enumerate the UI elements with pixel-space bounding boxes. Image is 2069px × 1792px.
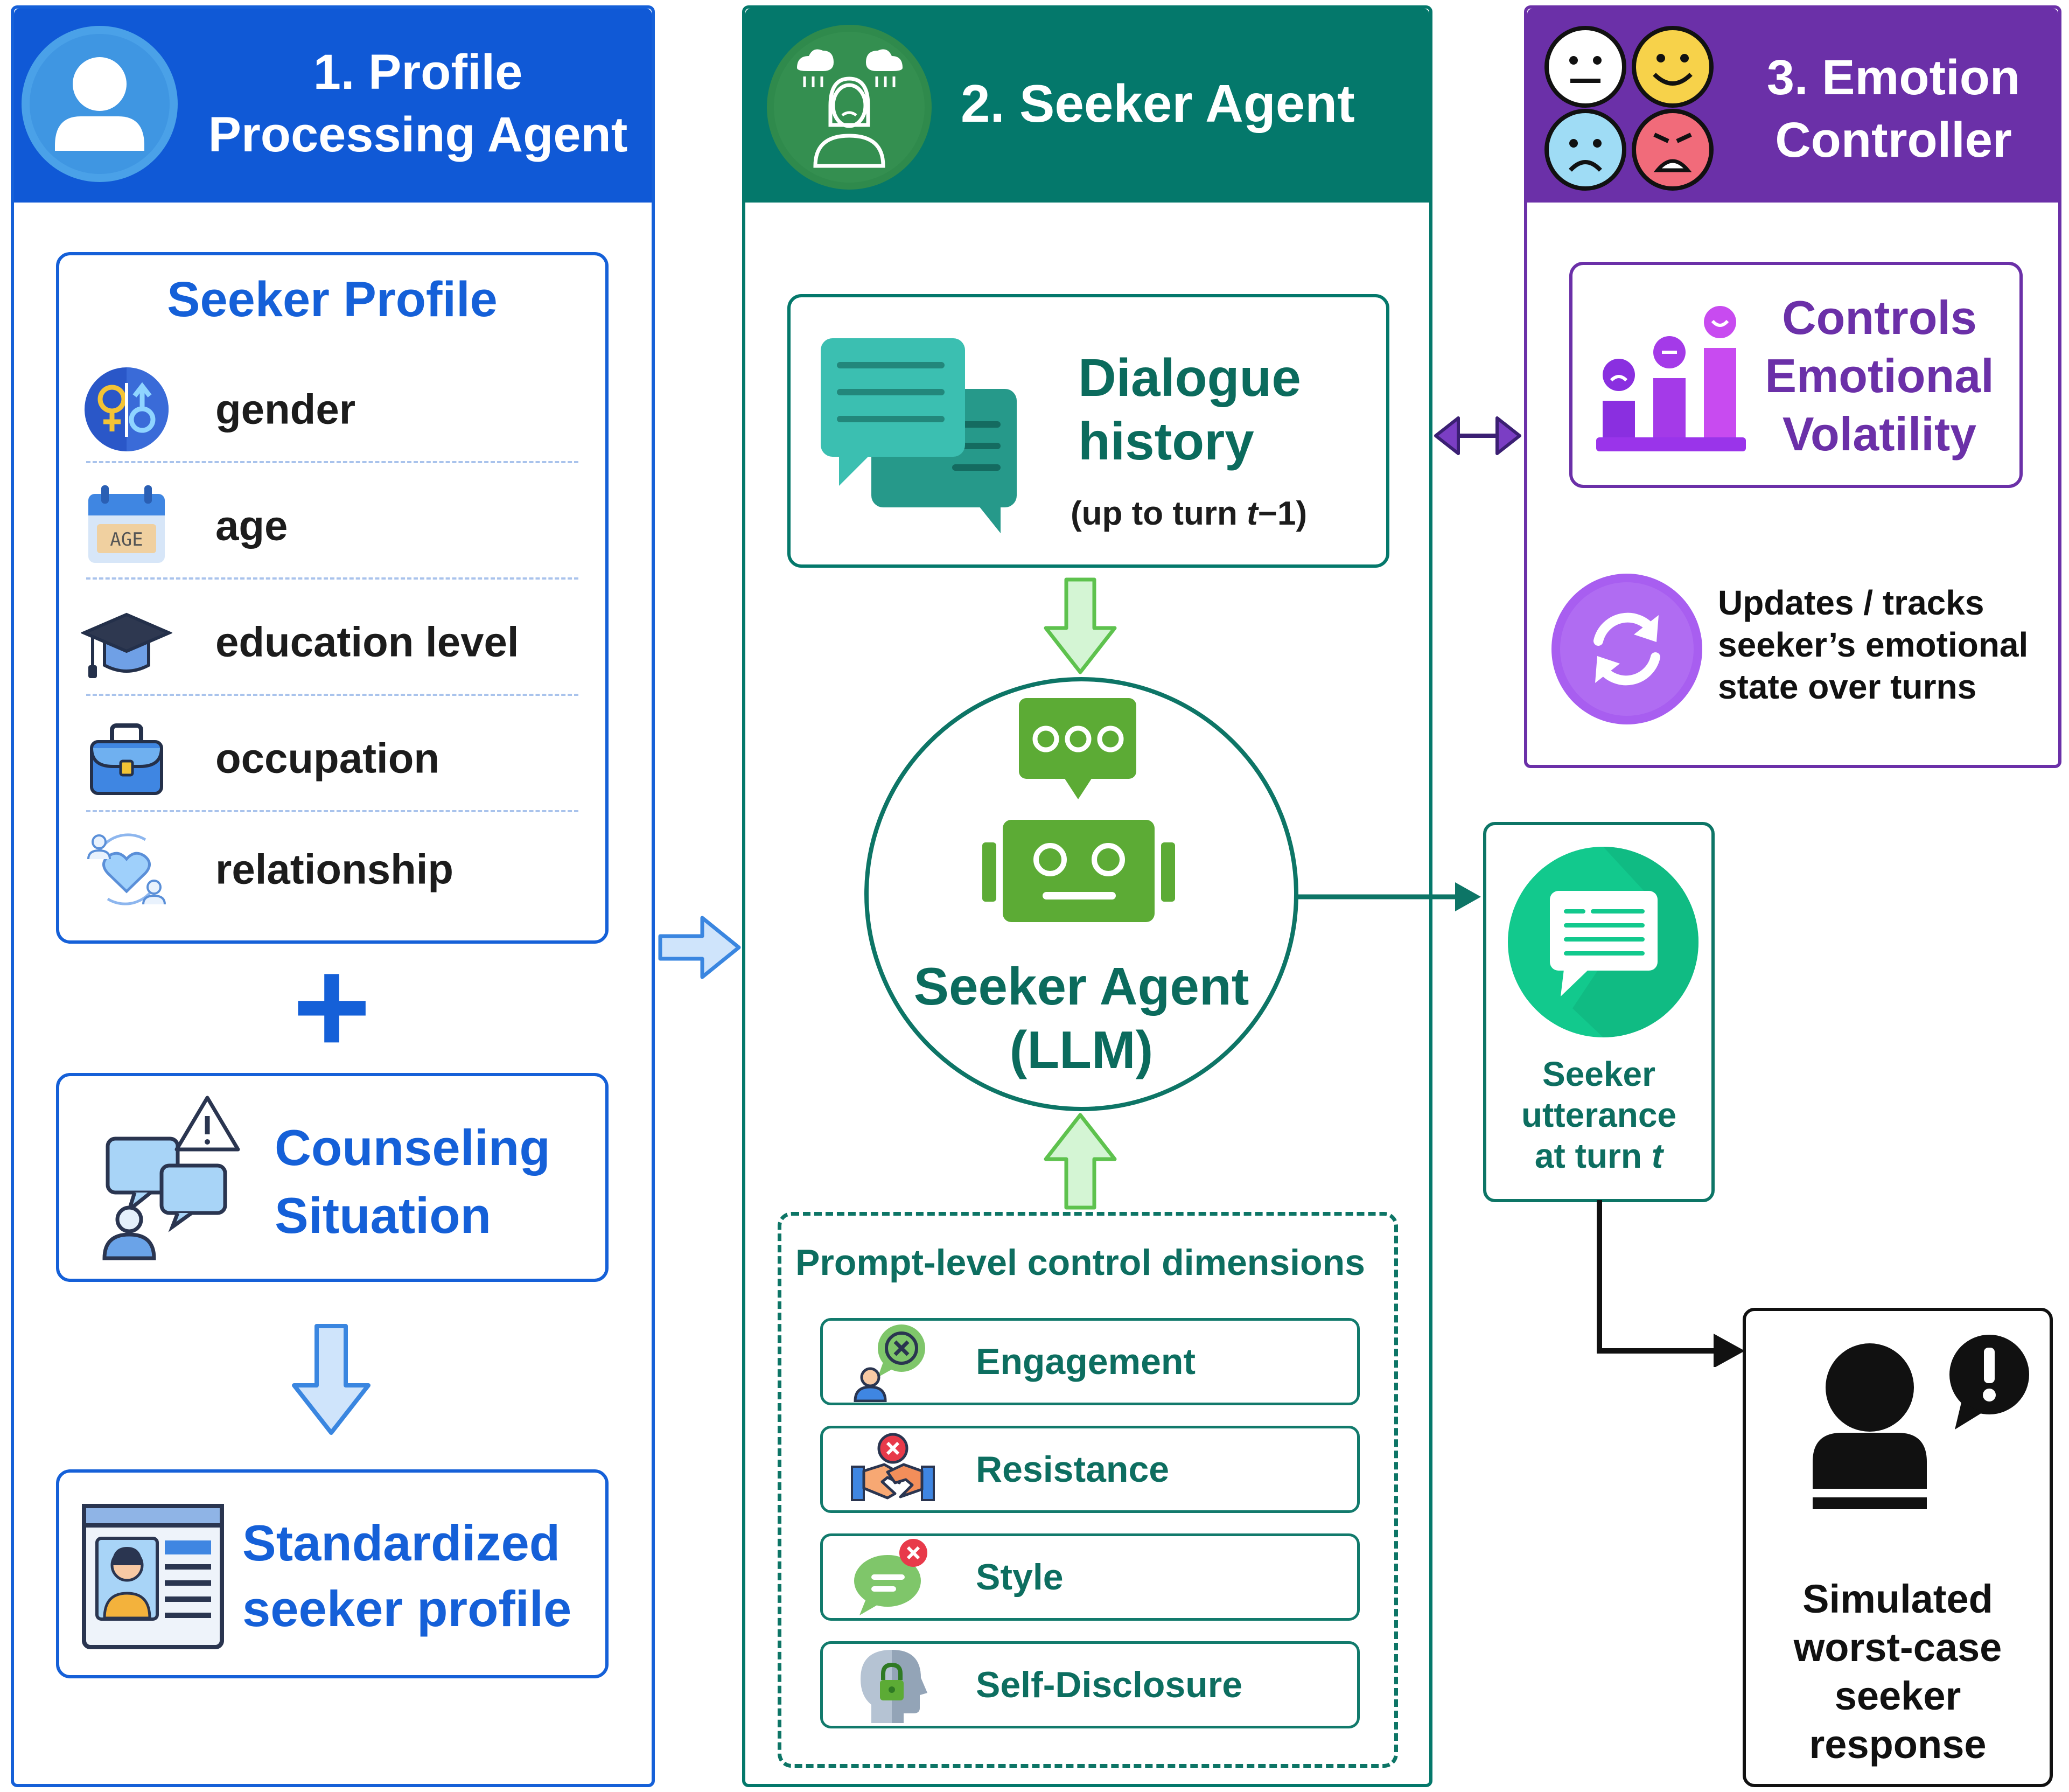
dimension-label: Engagement xyxy=(976,1341,1196,1382)
emotion-faces-icon xyxy=(1543,25,1716,192)
divider xyxy=(86,810,578,812)
emotion-controller-header: 3. Emotion Controller xyxy=(1527,9,2058,203)
volatility-box: Controls Emotional Volatility xyxy=(1569,262,2023,488)
counseling-chat-icon xyxy=(97,1096,258,1263)
prompt-control-title: Prompt-level control dimensions xyxy=(795,1242,1365,1283)
simulated-response-box: Simulated worst-case seeker response xyxy=(1743,1308,2053,1787)
seeker-profile-title: Seeker Profile xyxy=(167,272,498,327)
dimension-engagement: Engagement xyxy=(820,1318,1360,1405)
profile-item-relationship: relationship xyxy=(59,815,605,923)
profile-item-label: relationship xyxy=(215,845,454,893)
profile-item-occupation: occupation xyxy=(59,705,605,812)
refresh-icon xyxy=(1549,571,1705,727)
utterance-line1: Seeker xyxy=(1542,1055,1655,1093)
profile-processing-panel: 1. Profile Processing Agent Seeker Profi… xyxy=(11,5,655,1787)
profile-item-label: occupation xyxy=(215,734,440,782)
chat-message-icon xyxy=(1508,847,1698,1037)
divider xyxy=(86,461,578,463)
utterance-line3: at turn t xyxy=(1486,1135,1711,1176)
divider xyxy=(86,577,578,580)
up-arrow-icon xyxy=(1043,1112,1118,1211)
panel3-title: 3. Emotion Controller xyxy=(1766,50,2021,168)
volatility-label: Controls Emotional Volatility xyxy=(1765,291,1994,461)
dimension-style: Style xyxy=(820,1533,1360,1621)
panel2-title: 2. Seeker Agent xyxy=(961,74,1355,133)
dimension-label: Resistance xyxy=(976,1449,1170,1490)
seeker-agent-header: 2. Seeker Agent xyxy=(745,9,1429,203)
dimension-resistance: Resistance xyxy=(820,1426,1360,1513)
dialogue-history-subtitle: (up to turn t−1) xyxy=(1071,494,1307,533)
profile-item-label: education level xyxy=(215,618,519,666)
subtitle-var: t xyxy=(1247,495,1258,532)
user-avatar-icon xyxy=(22,26,178,182)
stressed-person-icon xyxy=(767,25,932,190)
profile-item-label: gender xyxy=(215,385,356,433)
robot-icon xyxy=(980,698,1185,924)
engagement-icon xyxy=(850,1321,936,1402)
profile-item-gender: gender xyxy=(59,355,605,463)
dimension-self-disclosure: Self-Disclosure xyxy=(820,1641,1360,1728)
seeker-utterance-box: Seeker utterance at turn t xyxy=(1483,822,1715,1202)
standardized-profile-box: Standardized seeker profile xyxy=(56,1469,609,1678)
dimension-label: Self-Disclosure xyxy=(976,1664,1243,1705)
chat-reject-icon xyxy=(850,1537,936,1617)
utterance-var: t xyxy=(1651,1136,1663,1175)
divider xyxy=(86,694,578,696)
profile-processing-header: 1. Profile Processing Agent xyxy=(14,9,652,203)
locked-head-icon xyxy=(850,1644,936,1725)
alert-person-icon xyxy=(1784,1327,2037,1580)
seeker-profile-box: Seeker Profile gender xyxy=(56,252,609,944)
right-arrow-icon xyxy=(657,912,743,982)
panel1-title: 1. Profile Processing Agent xyxy=(208,45,628,162)
age-calendar-icon: AGE xyxy=(81,480,172,571)
utterance-to-response-arrow xyxy=(1589,1200,1750,1367)
standardized-profile-label: Standardized seeker profile xyxy=(242,1515,572,1637)
dialogue-history-title: Dialogue history xyxy=(1078,348,1301,471)
profile-item-age: AGE age xyxy=(59,472,605,580)
llm-to-utterance-arrow xyxy=(1296,878,1484,916)
seeker-agent-llm-circle: Seeker Agent (LLM) xyxy=(863,675,1300,1113)
counseling-situation-box: Counseling Situation xyxy=(56,1073,609,1282)
bidirectional-arrow-icon xyxy=(1432,413,1523,459)
profile-card-icon xyxy=(81,1503,226,1651)
chat-bubbles-icon xyxy=(817,335,1022,540)
down-arrow-icon xyxy=(1043,576,1118,675)
updates-tracks-label: Updates / tracks seeker’s emotional stat… xyxy=(1718,583,2029,706)
age-badge-text: AGE xyxy=(110,529,143,550)
relationship-heart-icon xyxy=(81,824,172,915)
emotion-controller-panel: 3. Emotion Controller Controls Emotional… xyxy=(1524,5,2061,768)
utterance-line3-prefix: at turn xyxy=(1534,1136,1652,1175)
profile-item-education: education level xyxy=(59,588,605,696)
emotion-bar-chart-icon xyxy=(1593,303,1749,459)
profile-item-label: age xyxy=(215,501,288,549)
gender-icon xyxy=(81,364,172,455)
seeker-agent-panel: 2. Seeker Agent Dialogue history (up to … xyxy=(742,5,1432,1787)
plus-symbol: + xyxy=(292,931,371,1082)
prompt-control-box: Prompt-level control dimensions Engageme… xyxy=(778,1212,1398,1768)
briefcase-icon xyxy=(81,713,172,804)
subtitle-prefix: (up to turn xyxy=(1071,495,1247,532)
dimension-label: Style xyxy=(976,1557,1064,1598)
handshake-reject-icon xyxy=(850,1429,936,1510)
down-arrow-icon xyxy=(291,1323,372,1436)
dialogue-history-box: Dialogue history (up to turn t−1) xyxy=(787,294,1389,568)
subtitle-suffix: −1) xyxy=(1257,495,1308,532)
simulated-response-label: Simulated worst-case seeker response xyxy=(1793,1577,2002,1767)
utterance-line2: utterance xyxy=(1521,1096,1677,1134)
seeker-agent-llm-label: Seeker Agent (LLM) xyxy=(913,957,1249,1079)
counseling-situation-label: Counseling Situation xyxy=(275,1119,550,1244)
graduation-cap-icon xyxy=(81,596,172,688)
